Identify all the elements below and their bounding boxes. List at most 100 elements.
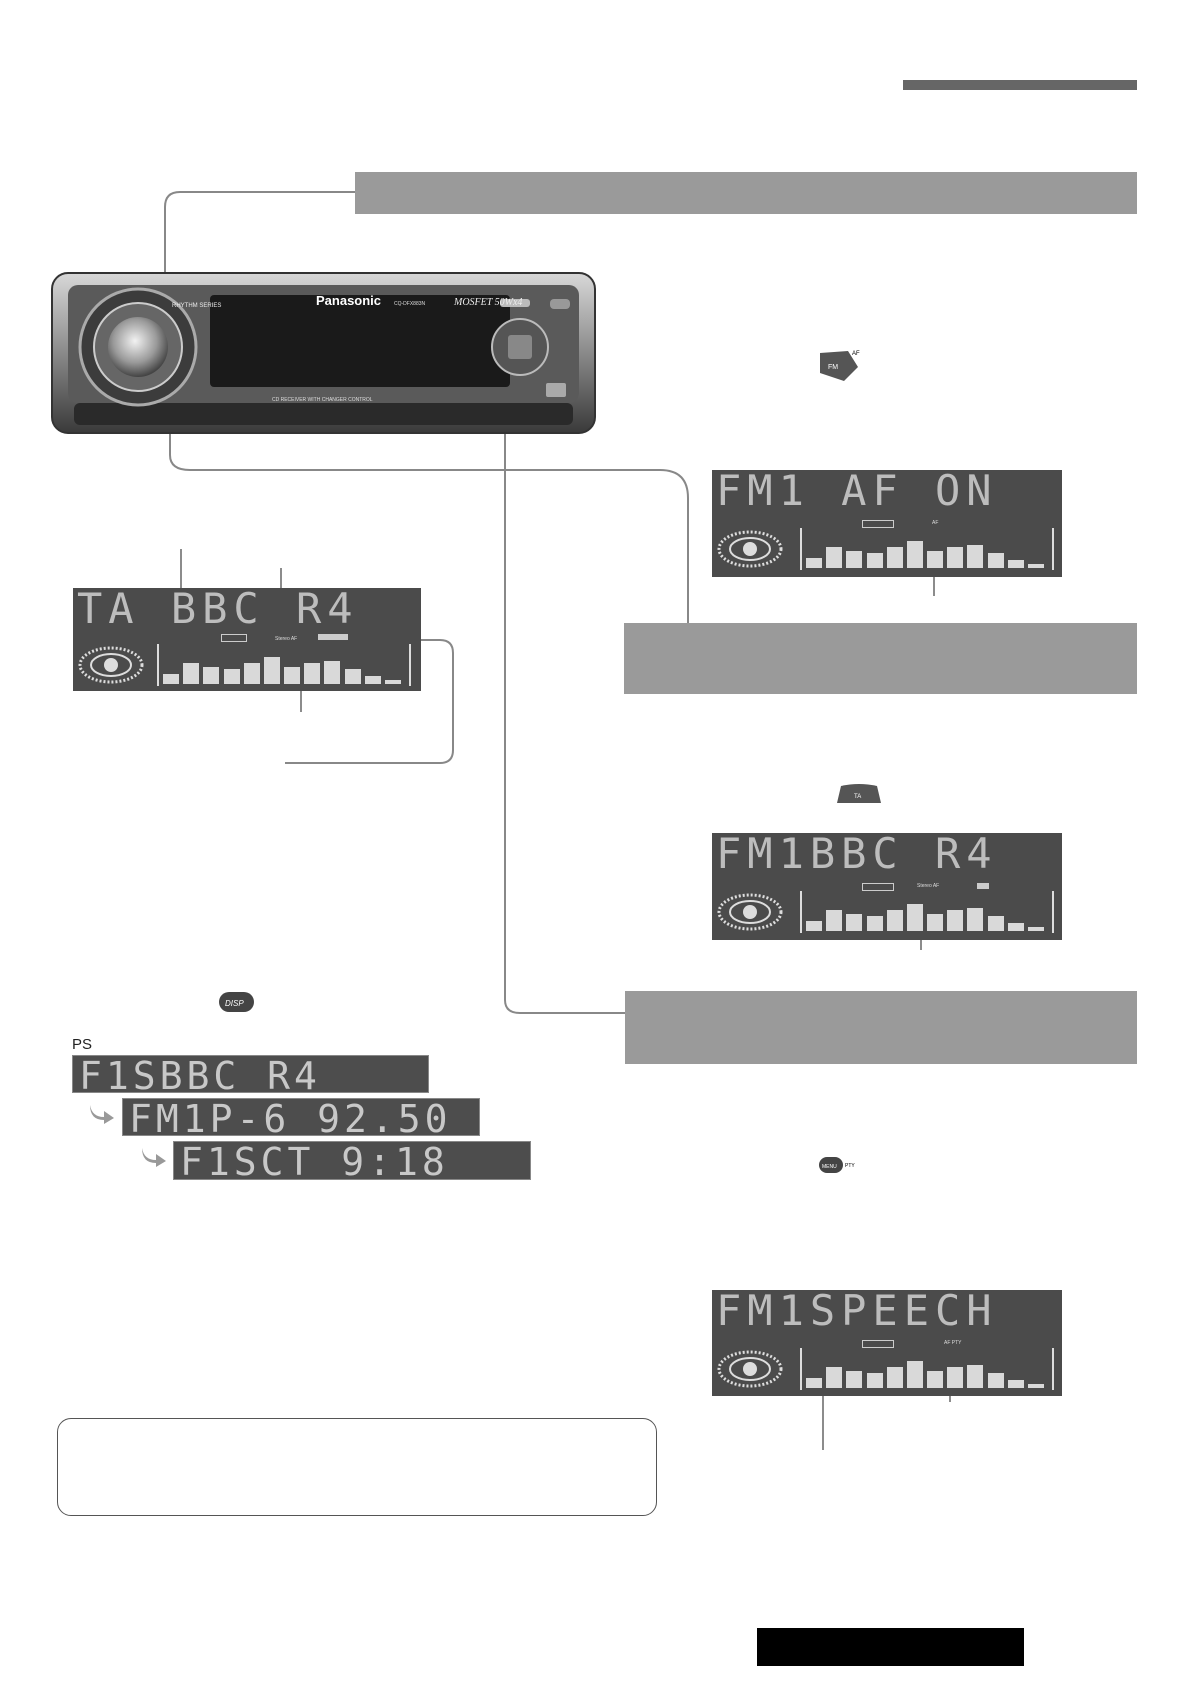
equalizer-bar <box>344 669 361 684</box>
equalizer-bar <box>947 1367 964 1388</box>
head-unit-image: RHYTHM SERIES Panasonic CQ-DFX883N MOSFE… <box>50 271 597 435</box>
indicator-box-st <box>862 1340 894 1348</box>
equalizer-bar <box>806 558 823 568</box>
equalizer-bar <box>284 667 301 684</box>
equalizer-bar <box>183 663 200 684</box>
equalizer-af-on <box>800 528 1054 570</box>
equalizer-bar <box>967 908 984 931</box>
indicator-box-st <box>221 634 247 642</box>
display-bbc-indicator: Stereo AF <box>917 883 940 889</box>
equalizer-bar <box>886 1367 903 1388</box>
display-main: TA BBC R4 Stereo AF <box>73 588 421 691</box>
disp-button-label: DISP <box>225 999 244 1008</box>
eye-logo <box>78 646 144 684</box>
arrow-icon <box>142 1148 166 1167</box>
equalizer-main <box>157 644 411 686</box>
svg-text:CD RECEIVER WITH CHANGER CONTR: CD RECEIVER WITH CHANGER CONTROL <box>272 397 373 403</box>
fm-af-button-icon[interactable]: FM AF <box>818 347 866 383</box>
ta-button-label: TA <box>854 794 861 800</box>
indicator-box-st <box>862 883 894 891</box>
equalizer-bbc <box>800 891 1054 933</box>
equalizer-bar <box>947 910 964 931</box>
header-accent-bar <box>903 80 1137 90</box>
equalizer-bar <box>846 551 863 568</box>
display-af-on-text: FM1 AF ON <box>716 470 998 515</box>
equalizer-bar <box>1027 927 1044 931</box>
svg-text:Panasonic: Panasonic <box>316 293 381 308</box>
equalizer-bar <box>927 551 944 568</box>
equalizer-bar <box>324 661 341 684</box>
equalizer-bar <box>1027 564 1044 568</box>
svg-text:RHYTHM SERIES: RHYTHM SERIES <box>172 303 221 309</box>
equalizer-bar <box>243 663 260 684</box>
display-main-indicator: Stereo AF <box>275 636 298 642</box>
eye-logo <box>717 893 783 931</box>
eye-logo <box>717 530 783 568</box>
equalizer-bar <box>886 547 903 568</box>
equalizer-bar <box>263 657 280 684</box>
fm-af-button-small: AF <box>852 351 860 357</box>
svg-text:MOSFET 50Wx4: MOSFET 50Wx4 <box>453 297 522 308</box>
equalizer-bar <box>1007 923 1024 931</box>
equalizer-bar <box>1007 1380 1024 1388</box>
equalizer-speech <box>800 1348 1054 1390</box>
menu-pty-button-icon[interactable]: MENU PTY <box>818 1156 858 1174</box>
display-main-text: TA BBC R4 <box>77 588 359 633</box>
equalizer-bar <box>927 914 944 931</box>
equalizer-bar <box>203 667 220 684</box>
svg-text:CQ-DFX883N: CQ-DFX883N <box>394 301 426 307</box>
footer-tab <box>757 1628 1024 1666</box>
equalizer-bar <box>866 553 883 568</box>
display-bbc: FM1BBC R4 Stereo AF <box>712 833 1062 940</box>
menu-pty-button-main: MENU <box>822 1164 837 1170</box>
display-speech-indicator: AF PTY <box>944 1340 962 1346</box>
display-speech-text: FM1SPEECH <box>716 1290 998 1335</box>
equalizer-bar <box>806 1378 823 1388</box>
ps-strip-1: F1SBBC R4 <box>72 1055 429 1093</box>
equalizer-bar <box>947 547 964 568</box>
indicator-box-st <box>862 520 894 528</box>
equalizer-bar <box>866 916 883 931</box>
equalizer-bar <box>1007 560 1024 568</box>
equalizer-bar <box>886 910 903 931</box>
ps-strip-1-text: F1SBBC R4 <box>79 1055 321 1093</box>
equalizer-bar <box>806 921 823 931</box>
ps-strip-2: FM1P-6 92.50 <box>122 1098 480 1136</box>
ps-strip-2-text: FM1P-6 92.50 <box>129 1098 452 1136</box>
equalizer-bar <box>846 1371 863 1388</box>
indicator-box-ta <box>318 634 348 640</box>
indicator-box-ta <box>977 883 989 889</box>
display-af-on-indicator: AF <box>932 520 939 526</box>
equalizer-bar <box>906 541 923 568</box>
ps-label: PS <box>72 1036 93 1053</box>
ps-strip-3-text: F1SCT 9:18 <box>180 1141 449 1180</box>
equalizer-bar <box>866 1373 883 1388</box>
equalizer-bar <box>967 1365 984 1388</box>
equalizer-bar <box>846 914 863 931</box>
equalizer-bar <box>967 545 984 568</box>
equalizer-bar <box>304 663 321 684</box>
equalizer-bar <box>987 553 1004 568</box>
fm-af-button-main: FM <box>828 364 838 371</box>
equalizer-bar <box>987 1373 1004 1388</box>
section-bar-lower <box>625 991 1137 1064</box>
equalizer-bar <box>826 547 843 568</box>
ta-button-icon[interactable]: TA <box>835 783 883 805</box>
equalizer-bar <box>906 904 923 931</box>
display-af-on: FM1 AF ON AF <box>712 470 1062 577</box>
equalizer-bar <box>987 916 1004 931</box>
disp-button-icon[interactable]: DISP <box>218 990 256 1014</box>
section-bar-middle <box>624 623 1137 694</box>
ps-strip-3: F1SCT 9:18 <box>173 1141 531 1180</box>
equalizer-bar <box>384 680 401 684</box>
equalizer-bar <box>364 676 381 684</box>
equalizer-bar <box>826 910 843 931</box>
menu-pty-button-small: PTY <box>845 1163 855 1169</box>
display-speech: FM1SPEECH AF PTY <box>712 1290 1062 1396</box>
note-box <box>57 1418 657 1516</box>
equalizer-bar <box>1027 1384 1044 1388</box>
display-bbc-text: FM1BBC R4 <box>716 833 998 878</box>
eye-logo <box>717 1350 783 1388</box>
equalizer-bar <box>906 1361 923 1388</box>
